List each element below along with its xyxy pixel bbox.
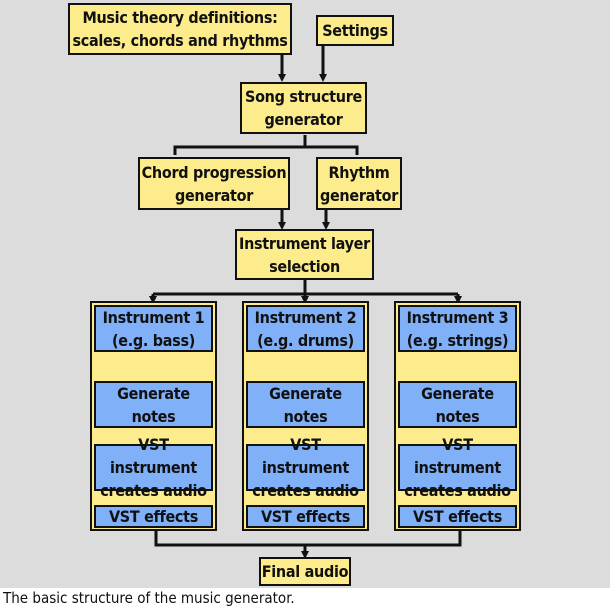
node-music-theory: Music theory definitions: scales, chords… (68, 3, 292, 55)
node-rhythm-line2: generator (319, 185, 399, 205)
instrument-3-example: (e.g. strings) (406, 330, 509, 350)
instrument-2-generate-notes: Generate notes (246, 381, 365, 428)
instrument-1-generate-notes: Generate notes (94, 381, 213, 428)
node-chord-progression: Chord progression generator (138, 157, 290, 210)
instrument-2-generate-line2: notes (283, 406, 328, 426)
node-song-structure: Song structure generator (240, 82, 367, 134)
instrument-1-example: (e.g. bass) (111, 330, 195, 350)
instrument-1-vst-instrument: VST instrument creates audio (94, 435, 213, 500)
instrument-2-vst-line1: VST instrument (262, 435, 349, 477)
node-chord-progression-line1: Chord progression (141, 162, 287, 182)
instrument-3-vst-instrument: VST instrument creates audio (398, 435, 517, 500)
node-music-theory-line1: Music theory definitions: (82, 8, 278, 27)
node-music-theory-line2: scales, chords and rhythms (72, 31, 288, 50)
instrument-1-generate-line2: notes (131, 406, 176, 426)
instrument-1-effects-label: VST effects (108, 507, 199, 526)
node-instrument-layer-line1: Instrument layer (239, 233, 370, 253)
node-settings: Settings (316, 15, 394, 46)
node-settings-label: Settings (322, 21, 388, 40)
node-song-structure-line1: Song structure (245, 87, 362, 106)
instrument-2-example: (e.g. drums) (257, 330, 354, 350)
merge-columns (154, 530, 462, 547)
instrument-3-generate-line2: notes (435, 406, 480, 426)
node-chord-progression-line2: generator (174, 185, 254, 205)
node-rhythm-line1: Rhythm (328, 162, 390, 182)
instrument-2-name: Instrument 2 (254, 307, 357, 327)
node-final-audio: Final audio (259, 557, 351, 586)
instrument-2-vst-instrument: VST instrument creates audio (246, 435, 365, 500)
instrument-3-vst-effects: VST effects (398, 505, 517, 528)
instrument-1-title: Instrument 1 (e.g. bass) (94, 305, 213, 352)
diagram-canvas: Music theory definitions: scales, chords… (0, 0, 610, 588)
instrument-2-vst-effects: VST effects (246, 505, 365, 528)
node-instrument-layer-line2: selection (269, 256, 340, 276)
instrument-3-generate-line1: Generate (421, 383, 494, 403)
instrument-1-name: Instrument 1 (102, 307, 205, 327)
instrument-3-title: Instrument 3 (e.g. strings) (398, 305, 517, 352)
instrument-3-effects-label: VST effects (412, 507, 503, 526)
node-song-structure-line2: generator (264, 110, 343, 129)
instrument-1-vst-line2: creates audio (100, 481, 207, 500)
instrument-2-vst-line2: creates audio (252, 481, 359, 500)
instrument-1-generate-line1: Generate (117, 383, 190, 403)
instrument-3-vst-line1: VST instrument (414, 435, 501, 477)
figure-caption: The basic structure of the music generat… (3, 589, 295, 607)
node-instrument-layer: Instrument layer selection (235, 229, 374, 280)
instrument-2-generate-line1: Generate (269, 383, 342, 403)
node-final-audio-label: Final audio (261, 562, 349, 581)
instrument-1-vst-effects: VST effects (94, 505, 213, 528)
instrument-2-title: Instrument 2 (e.g. drums) (246, 305, 365, 352)
instrument-2-effects-label: VST effects (260, 507, 351, 526)
instrument-3-name: Instrument 3 (406, 307, 509, 327)
instrument-3-generate-notes: Generate notes (398, 381, 517, 428)
instrument-3-vst-line2: creates audio (404, 481, 511, 500)
split-song-structure (173, 135, 307, 155)
node-rhythm: Rhythm generator (316, 157, 402, 210)
instrument-1-vst-line1: VST instrument (110, 435, 197, 477)
split-song-structure-right (305, 145, 359, 155)
